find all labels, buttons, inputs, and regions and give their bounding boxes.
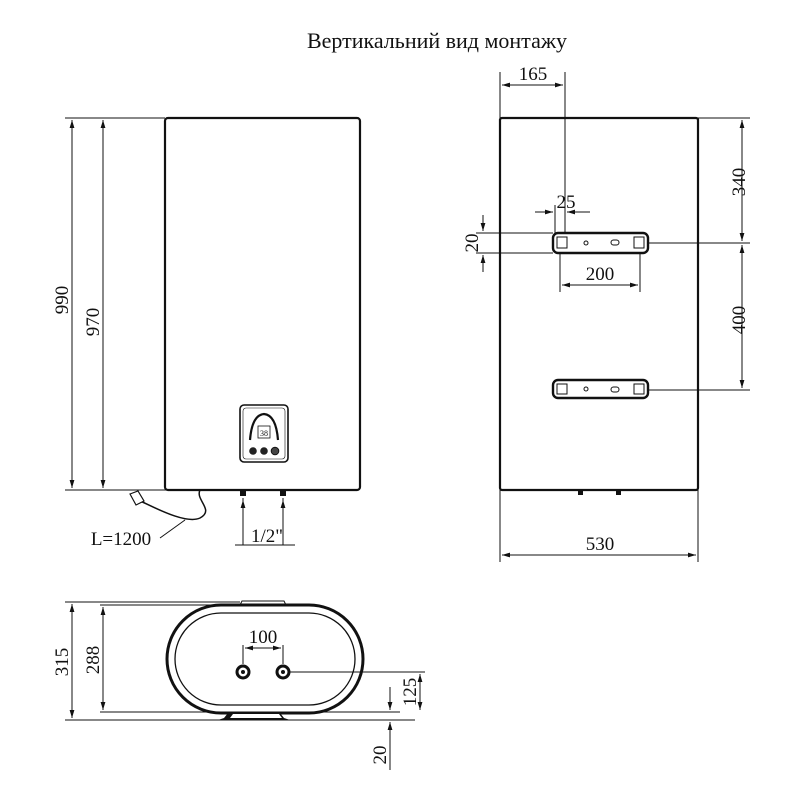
label-165: 165: [519, 64, 548, 85]
back-view: 165 25 20 200: [462, 64, 750, 562]
label-340: 340: [729, 168, 750, 197]
label-970: 970: [83, 308, 104, 337]
temperature-arc-icon: [248, 412, 280, 441]
power-cord: [137, 489, 207, 521]
label-530: 530: [586, 534, 615, 555]
label-125: 125: [400, 678, 421, 707]
control-panel: 38: [239, 404, 289, 463]
inlet-fitting: [235, 664, 251, 680]
bottom-bracket: [551, 378, 650, 400]
heater-body-back: [498, 116, 700, 492]
plug-icon: [129, 490, 145, 506]
label-cord-length: L=1200: [91, 529, 151, 550]
front-view: 990 970 38 1/2" L=1200: [52, 116, 362, 550]
label-20-bracket: 20: [462, 234, 483, 253]
label-200: 200: [586, 264, 615, 285]
label-288: 288: [83, 646, 104, 675]
label-990: 990: [52, 286, 73, 315]
outlet-pipe: [280, 490, 286, 496]
panel-display: 38: [260, 429, 268, 438]
panel-button-3: [270, 446, 280, 456]
panel-button-2: [260, 447, 268, 455]
outlet-fitting: [275, 664, 291, 680]
top-bracket: [551, 231, 650, 255]
label-315: 315: [52, 648, 73, 677]
label-100: 100: [249, 627, 278, 648]
heater-body-front: [163, 116, 362, 492]
panel-button-1: [249, 447, 257, 455]
inlet-pipe: [240, 490, 246, 496]
label-pipe-thread: 1/2": [251, 526, 283, 547]
label-400: 400: [729, 306, 750, 335]
label-20-gap: 20: [370, 746, 391, 765]
bottom-view: 100 315 288 125 20: [52, 600, 425, 770]
label-25: 25: [557, 192, 576, 213]
heater-body-bottom: [165, 603, 365, 715]
diagram-title: Вертикальний вид монтажу: [307, 28, 567, 53]
